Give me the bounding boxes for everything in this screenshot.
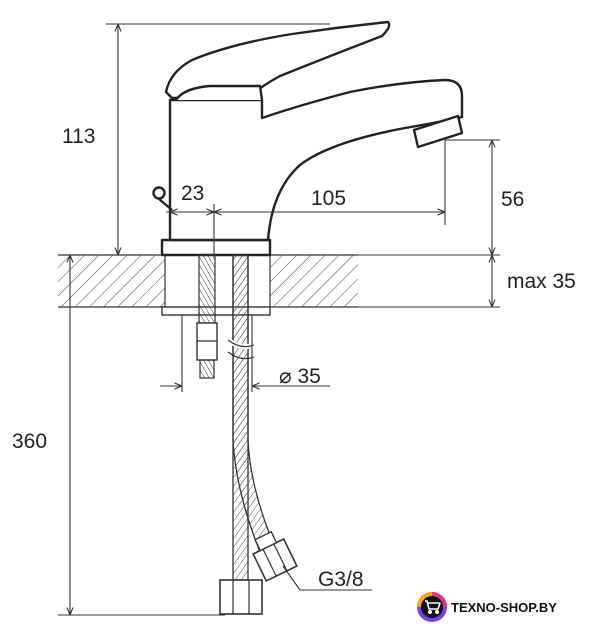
- dimension-label-105: 105: [311, 187, 346, 210]
- brand-name: TEXNO-SHOP.BY: [451, 600, 557, 615]
- dimension-label-23: 23: [181, 182, 204, 205]
- dimension-label-g3-8: G3/8: [318, 568, 364, 591]
- dimension-label-113: 113: [62, 125, 95, 148]
- dimension-label-max-35: max 35: [507, 270, 576, 293]
- dimension-lines: [58, 23, 500, 616]
- shopping-cart-icon: [425, 600, 441, 614]
- mounting-stud: [196, 254, 218, 379]
- dimension-label-360: 360: [12, 430, 47, 453]
- brand-logo: TEXNO-SHOP.BY: [417, 592, 557, 622]
- faucet-body: [152, 20, 464, 257]
- dimension-label-56: 56: [501, 188, 524, 211]
- dimension-label-diameter-35: ⌀ 35: [279, 365, 321, 388]
